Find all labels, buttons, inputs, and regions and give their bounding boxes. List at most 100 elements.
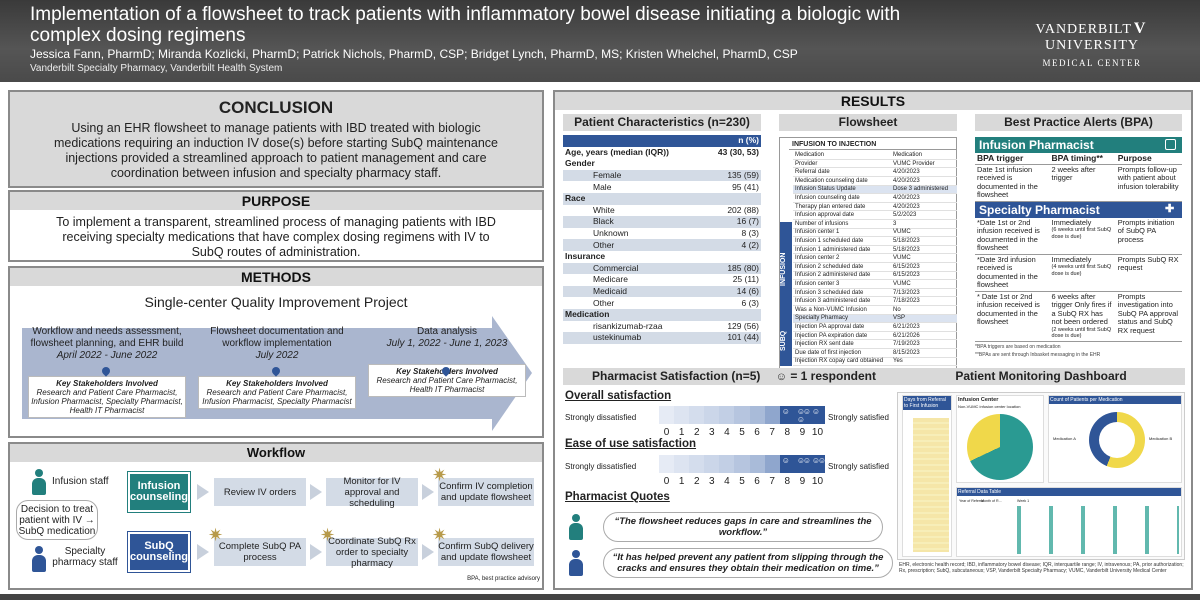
phase-2: Flowsheet documentation and workflow imp…	[198, 326, 356, 409]
bpa-timing: 6 weeks after trigger Only fires if a Su…	[1051, 291, 1112, 326]
scale-cell	[659, 406, 675, 424]
scale-cell: ☺	[779, 406, 796, 424]
step-confirm-subq: Confirm SubQ delivery and update flowshe…	[438, 538, 534, 566]
patient-char-heading: Patient Characteristics (n=230)	[563, 114, 761, 131]
dashboard-heading: Patient Monitoring Dashboard	[897, 368, 1185, 385]
pharmacist-icon	[569, 514, 583, 540]
flowsheet-field: Infusion 3 administered date	[795, 298, 871, 305]
scale-cell	[689, 455, 705, 473]
table-row: * Date 1st or 2nd infusion received is d…	[975, 291, 1182, 342]
scale-number: 9	[799, 476, 806, 487]
step-monitor-iv: Monitor for IV approval and scheduling	[326, 476, 418, 509]
decision-node: Decision to treat patient with IV → SubQ…	[16, 500, 98, 540]
infusion-pharmacist-band: Infusion Pharmacist	[975, 137, 1182, 153]
flowsheet-field: Injection PA expiration date	[795, 332, 868, 339]
phase-3: Data analysis July 1, 2022 - June 1, 202…	[368, 326, 526, 397]
flowsheet-field: Infusion Status Update	[795, 186, 856, 193]
scale-number: 2	[693, 427, 700, 438]
bpa-star-icon: ✷	[432, 525, 448, 545]
bpa-heading: Best Practice Alerts (BPA)	[975, 114, 1182, 131]
bpa-purpose: Prompts initiation of SubQ PA process	[1115, 217, 1182, 255]
flowsheet-value: 7/13/2023	[893, 289, 920, 296]
workflow-footnote: BPA, best practice advisory	[467, 575, 540, 582]
row-label: Age, years (median (IQR))	[565, 146, 669, 157]
scale-number: 10	[811, 476, 824, 487]
flowsheet-value: 4/20/2023	[893, 169, 920, 176]
flowsheet-title: INFUSION TO INJECTION	[789, 140, 957, 150]
scale-number: 4	[724, 427, 730, 438]
flow-arrow	[310, 544, 322, 560]
days-chart: Days from Referral to First Infusion	[902, 395, 952, 557]
methods-section: METHODS Single-center Quality Improvemen…	[8, 266, 544, 438]
bpa-purpose: Prompts SubQ RX request	[1115, 254, 1182, 292]
flow-arrow	[422, 484, 434, 500]
respondent-icon: ☺	[796, 456, 805, 465]
table-row: Race	[563, 192, 761, 205]
conclusion-heading: CONCLUSION	[218, 98, 334, 117]
phase-label: Workflow and needs assessment, flowsheet…	[30, 326, 184, 349]
bpa-note: *BPA triggers are based on medication	[975, 343, 1061, 350]
legend-text: = 1 respondent	[790, 369, 876, 383]
phase-date: July 1, 2022 - June 1, 2023	[386, 338, 508, 349]
specialty-staff-icon	[32, 546, 46, 572]
infusion-staff-icon	[32, 469, 46, 495]
stakeholders-text: Research and Patient Care Pharmacist, In…	[31, 388, 183, 415]
bpa-timing-note: (4 weeks until first SubQ dose is due)	[1051, 264, 1112, 277]
med-count-chart: Count of Patients per Medication Medicat…	[1048, 395, 1182, 483]
row-label: White	[593, 204, 615, 215]
flowsheet-field: Infusion 3 scheduled date	[795, 289, 864, 296]
syringe-icon: ✚	[1165, 202, 1175, 215]
workflow-heading: Workflow	[10, 444, 542, 462]
donut-hole	[1099, 422, 1135, 458]
flow-arrow	[310, 484, 322, 500]
stakeholders-title: Key Stakeholders Involved	[56, 379, 158, 388]
col-header: BPA timing**	[1049, 153, 1116, 165]
flowsheet-field: Injection PA approval date	[795, 324, 865, 330]
respondent-icon: ☺	[817, 456, 827, 465]
chart-title: Count of Patients per Medication	[1049, 396, 1181, 404]
step-subq-pa: Complete SubQ PA process	[214, 538, 306, 566]
flowsheet-field: Specialty Pharmacy	[795, 315, 849, 322]
bpa-timing: Immediately	[1051, 254, 1092, 264]
respondent-icon: ☺	[796, 415, 805, 424]
flowsheet-value: 5/2/2023	[893, 212, 917, 219]
donut-label: Medication B	[1149, 436, 1173, 441]
scale-cell	[719, 455, 735, 473]
flow-arrow	[197, 484, 209, 500]
table-grid	[1003, 506, 1179, 554]
scale-number: 10	[811, 427, 824, 438]
row-value	[703, 251, 761, 263]
bpa-star-icon: ✷	[320, 525, 336, 545]
scale-number: 9	[799, 427, 806, 438]
scale-number: 0	[663, 476, 670, 487]
scale-number: 7	[769, 427, 775, 438]
respondent-icon: ☺	[811, 456, 821, 465]
flowsheet-field: Medication counseling date	[795, 177, 868, 184]
respondent-icon: ☺	[781, 407, 790, 416]
bpa-star-icon: ✷	[432, 465, 448, 485]
scale-cell	[734, 455, 751, 473]
